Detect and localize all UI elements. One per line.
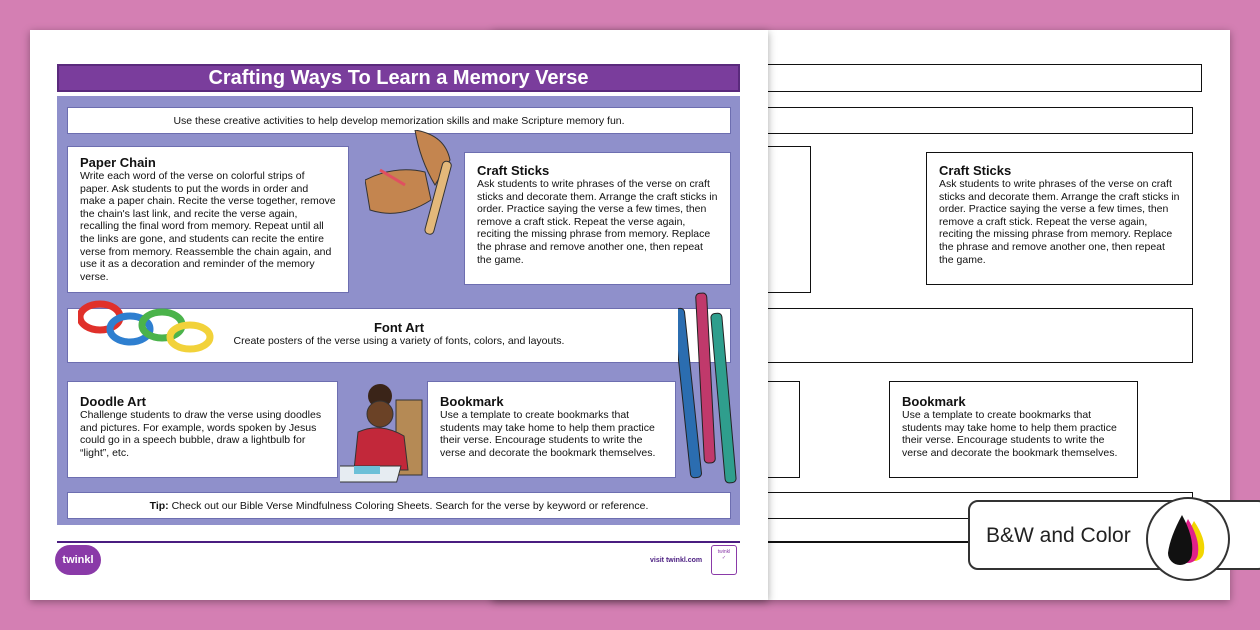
color-worksheet-page: Crafting Ways To Learn a Memory Verse Us… (30, 30, 768, 600)
bookmark-box: Bookmark Use a template to create bookma… (889, 381, 1138, 478)
font-art-text: Create posters of the verse using a vari… (233, 335, 565, 347)
doodle-art-text: Challenge students to draw the verse usi… (80, 409, 322, 459)
paper-chain-title: Paper Chain (80, 155, 156, 170)
bookmark-text: Use a template to create bookmarks that … (902, 409, 1118, 459)
craft-sticks-title: Craft Sticks (939, 163, 1012, 178)
badge-label: B&W and Color (986, 524, 1131, 547)
craft-sticks-box: Craft Sticks Ask students to write phras… (926, 152, 1193, 285)
twinkl-logo: twinkl (55, 545, 101, 575)
bookmark-text: Use a template to create bookmarks that … (440, 409, 656, 459)
craft-sticks-box: Craft Sticks Ask students to write phras… (464, 152, 731, 285)
craft-sticks-text: Ask students to write phrases of the ver… (477, 178, 718, 266)
worksheet-title: Crafting Ways To Learn a Memory Verse (57, 64, 740, 92)
bw-and-color-badge: B&W and Color (968, 497, 1260, 581)
footer-divider (519, 541, 1202, 543)
tip-text: Check out our Bible Verse Mindfulness Co… (168, 500, 649, 512)
quality-seal: twinkl✓ (711, 545, 737, 575)
ink-drops-icon (1146, 497, 1230, 581)
doodle-art-title: Doodle Art (80, 394, 146, 409)
tip-label: Tip: (149, 500, 169, 512)
craft-sticks-title: Craft Sticks (477, 163, 550, 178)
visit-link[interactable]: visit twinkl.com (650, 557, 703, 564)
font-art-box: Font Art Create posters of the verse usi… (67, 308, 731, 363)
doodle-art-box: Doodle Art Challenge students to draw th… (67, 381, 338, 478)
paper-chain-text: Write each word of the verse on colorful… (80, 170, 336, 283)
footer-divider (57, 541, 740, 543)
bookmark-box: Bookmark Use a template to create bookma… (427, 381, 676, 478)
bookmark-title: Bookmark (902, 394, 966, 409)
bookmark-title: Bookmark (440, 394, 504, 409)
font-art-title: Font Art (373, 320, 425, 335)
paper-chain-box: Paper Chain Write each word of the verse… (67, 146, 349, 293)
intro-box: Use these creative activities to help de… (67, 107, 731, 134)
craft-sticks-text: Ask students to write phrases of the ver… (939, 178, 1180, 266)
tip-box: Tip: Check out our Bible Verse Mindfulne… (67, 492, 731, 519)
